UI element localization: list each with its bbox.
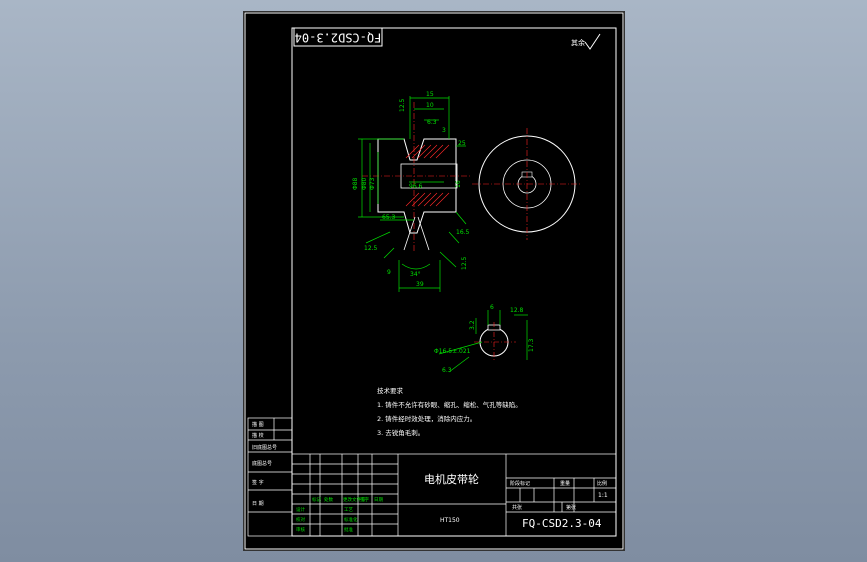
header-stage: 阶段标记: [510, 480, 530, 487]
dim-16-5: 16.5: [456, 229, 470, 236]
pulley-side-view: [472, 128, 582, 240]
side-row-6: 日 期: [252, 501, 264, 507]
header-scale: 比例: [597, 480, 607, 487]
dim-3-2: 3.2: [469, 320, 476, 330]
title-block-labels: 标记 处数 更改文件号 签字 日期 设计 校对 审核 工艺 标准化 批准: [296, 496, 383, 533]
label-mark: 标记: [312, 496, 321, 503]
part-name: 电机皮带轮: [424, 472, 479, 486]
sheet-number: 第张: [566, 504, 576, 511]
dim-3: 3: [442, 127, 446, 134]
cad-drawing: FQ-CSD2.3-04 其余: [244, 12, 624, 550]
outer-border: [244, 12, 624, 550]
label-review: 审核: [296, 526, 305, 533]
dim-left-vert-1: Φ88: [352, 177, 359, 190]
dim-12-5-top: 12.5: [399, 98, 406, 112]
label-count: 处数: [324, 496, 333, 503]
label-design: 设计: [296, 506, 305, 513]
label-date: 日期: [374, 497, 383, 503]
dim-96-6: 96.6: [409, 183, 423, 190]
side-row-2: 描 校: [252, 432, 264, 439]
tech-req-item-2: 2. 铸件经时效处理，消除内应力。: [377, 414, 476, 423]
dim-39: 39: [416, 281, 424, 288]
dim-10: 10: [426, 102, 434, 109]
title-block-text: 电机皮带轮 HT150 FQ-CSD2.3-04 1:1 阶段标记 重量 比例 …: [424, 472, 608, 530]
tech-req-heading: 技术要求: [377, 386, 404, 395]
title-block: [291, 453, 617, 537]
dim-9: 9: [387, 269, 391, 276]
roughness-label: 其余: [571, 38, 585, 47]
tech-req-item-1: 1. 铸件不允许有砂眼、缩孔、缩松、气孔等缺陷。: [377, 400, 522, 409]
dim-6-3: 6.3: [427, 119, 437, 126]
dimension-lines: [358, 96, 467, 292]
label-check: 校对: [296, 516, 305, 523]
title-stamp-text: FQ-CSD2.3-04: [295, 31, 382, 45]
label-approve: 批准: [344, 526, 353, 533]
dim-left-vert-3: Φ73: [369, 177, 376, 190]
label-sign: 签字: [360, 496, 369, 503]
drawing-sheet: FQ-CSD2.3-04 其余: [244, 12, 624, 550]
dim-15: 15: [426, 91, 434, 98]
tech-req-item-3: 3. 去锐角毛刺。: [377, 428, 424, 437]
dim-12-5-right: 12.5: [461, 256, 468, 270]
scale-value: 1:1: [598, 492, 608, 499]
label-change-doc: 更改文件号: [343, 496, 366, 503]
label-standard: 标准化: [344, 516, 358, 523]
pulley-section-view: [362, 102, 472, 252]
dim-25: 25: [458, 140, 466, 147]
dim-6-3b: 6.3: [442, 367, 452, 374]
dim-17-3: 17.3: [528, 338, 535, 352]
material: HT150: [440, 517, 460, 524]
technical-requirements: 技术要求 1. 铸件不允许有砂眼、缩孔、缩松、气孔等缺陷。 2. 铸件经时效处理…: [377, 386, 522, 437]
side-row-1: 描 图: [252, 421, 264, 428]
side-table-text: 描 图 描 校 旧底图总号 底图总号 签 字 日 期: [252, 421, 277, 507]
dimension-texts: 15 10 12.5 6.3 3 25 96.6 65.3 16 16.5 12…: [352, 91, 470, 288]
label-process: 工艺: [344, 507, 353, 513]
drawing-number: FQ-CSD2.3-04: [522, 517, 602, 530]
dim-34deg: 34°: [410, 271, 421, 278]
side-row-3: 旧底图总号: [252, 444, 277, 451]
roughness-symbol: 其余: [571, 33, 601, 50]
header-weight: 重量: [560, 480, 570, 487]
side-row-4: 底图总号: [252, 460, 272, 467]
dim-left-vert-2: Φ80: [361, 177, 368, 190]
side-row-5: 签 字: [252, 479, 264, 486]
keyway-detail: 6 12.8 3.2 17.3 Φ16.5±.021 6.3: [434, 304, 535, 374]
dim-12-8: 12.8: [510, 307, 524, 314]
title-stamp-box: FQ-CSD2.3-04: [293, 27, 383, 47]
dim-12-5-left: 12.5: [364, 245, 378, 252]
dim-16-tol: Φ16.5±.021: [434, 348, 471, 355]
dim-16: 16: [455, 180, 462, 188]
dim-65-3: 65.3: [382, 214, 396, 221]
sheet-total: 共张: [512, 504, 522, 511]
dim-6: 6: [490, 304, 494, 311]
inner-frame: [291, 27, 617, 537]
